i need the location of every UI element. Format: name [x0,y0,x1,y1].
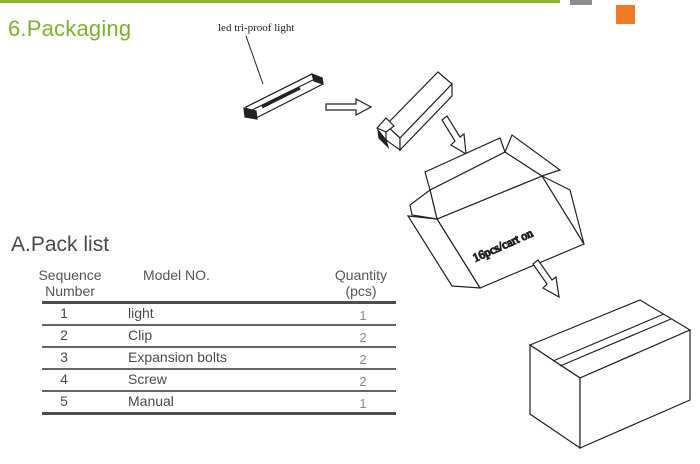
cell-quantity: 1 [359,396,367,411]
cell-quantity: 2 [359,374,367,389]
header-quantity-line2: (pcs) [345,283,377,299]
arrow-down-2 [532,259,560,299]
closed-carton-drawing [528,299,692,450]
header-quantity: Quantity (pcs) [326,267,396,299]
table-row: 2 Clip 2 [42,326,396,348]
table-row: 1 light 1 [42,304,396,326]
cell-model: Manual [128,393,174,409]
header-model: Model NO. [143,267,210,283]
cell-quantity: 1 [359,308,367,323]
cell-model: Expansion bolts [128,349,227,365]
cell-model: Screw [128,371,167,387]
header-gray-tab [570,0,592,5]
open-carton-drawing: 16pcs/cart on [406,134,585,289]
header-sequence-line1: Sequence [38,267,102,283]
cell-quantity: 2 [359,330,367,345]
table-row: 5 Manual 1 [42,392,396,415]
product-box-drawing [376,71,453,152]
header-sequence-line2: Number [45,283,95,299]
cell-sequence: 3 [60,349,68,365]
label-leader-line [245,35,264,85]
product-label: led tri-proof light [218,22,295,34]
cell-quantity: 2 [359,352,367,367]
table-row: 4 Screw 2 [42,370,396,392]
arrow-down-1 [441,115,467,156]
arrow-right-1 [325,98,373,116]
table-rows: 1 light 1 2 Clip 2 3 Expansion bolts 2 4… [42,304,396,415]
table-header: Sequence Number Model NO. Quantity (pcs) [26,266,398,302]
table-top-rule [42,301,396,304]
cell-model: Clip [128,327,153,343]
header-quantity-line1: Quantity [334,267,388,283]
cell-sequence: 2 [60,327,68,343]
table-row: 3 Expansion bolts 2 [42,348,396,370]
header-rule [0,0,560,3]
cell-model: light [128,305,154,321]
cell-sequence: 1 [60,305,68,321]
orange-marker [616,5,635,24]
header-sequence: Sequence Number [26,267,114,299]
led-light-drawing [243,72,324,120]
section-title: 6.Packaging [8,16,132,41]
pack-list-table: Sequence Number Model NO. Quantity (pcs)… [26,266,398,415]
cell-sequence: 5 [60,393,68,409]
cell-sequence: 4 [60,371,68,387]
pack-list-heading: A.Pack list [11,233,110,256]
